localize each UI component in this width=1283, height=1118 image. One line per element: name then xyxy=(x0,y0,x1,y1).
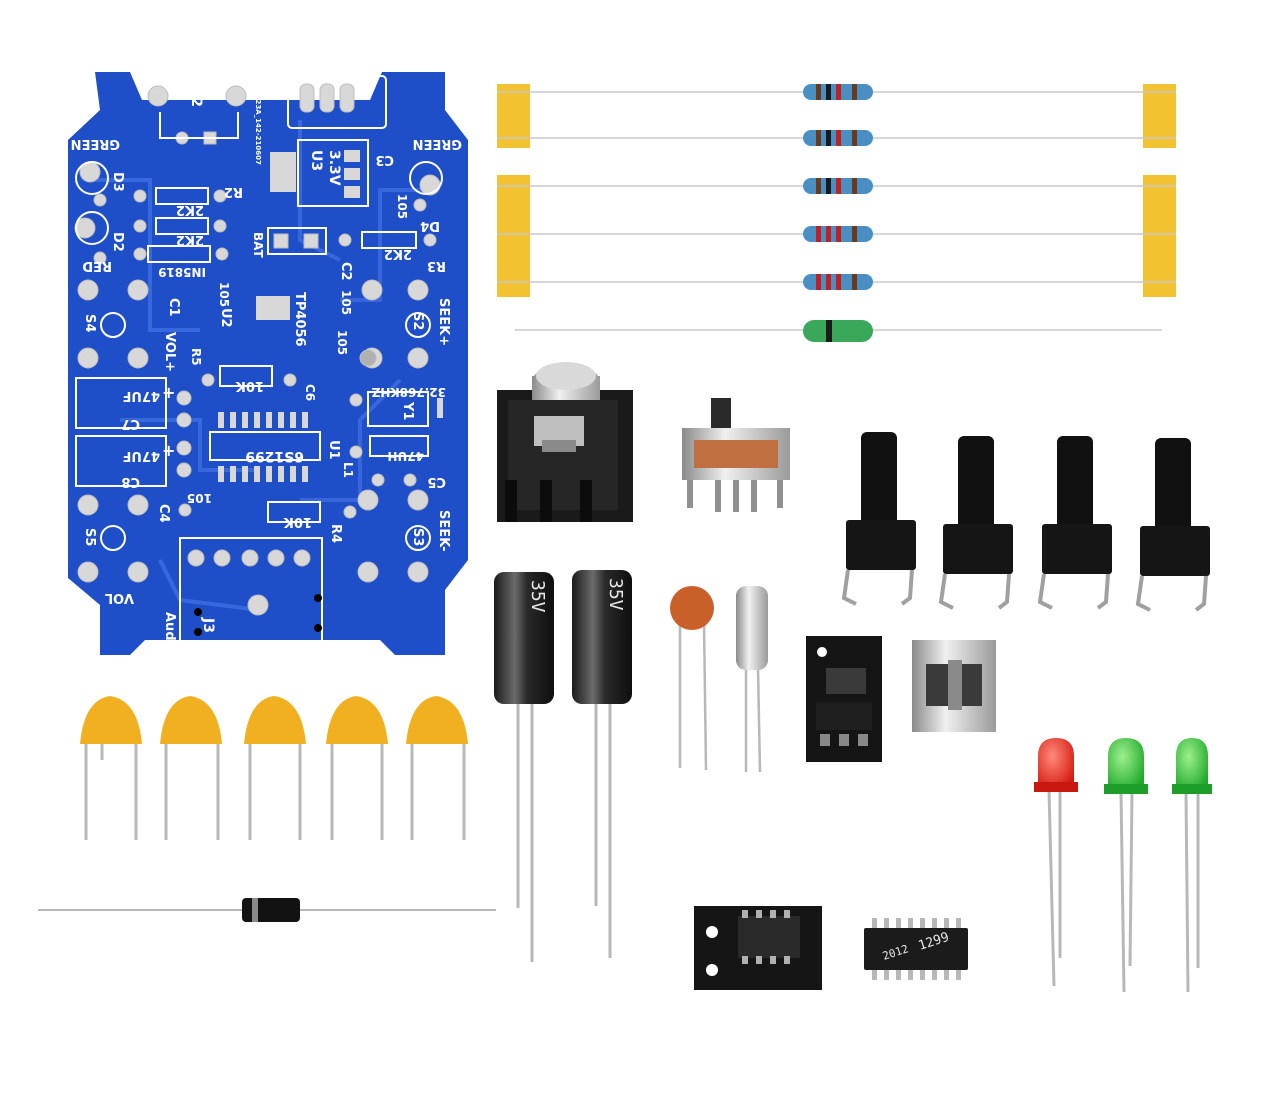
silk-d3: D3 xyxy=(110,172,125,192)
silk-s2: S2 xyxy=(410,312,425,330)
silk-c2: C2 xyxy=(338,262,353,281)
silk-r2: R2 xyxy=(224,184,243,199)
crystal-oscillator xyxy=(736,586,768,773)
silk-10k-b: 10K xyxy=(283,514,312,529)
silk-seek-minus: SEEK- xyxy=(436,510,451,551)
resistor-1 xyxy=(803,84,873,100)
silk-c4: C4 xyxy=(156,504,171,523)
yellow-capacitor-1 xyxy=(80,696,142,840)
silk-plus-b: + xyxy=(162,441,175,460)
tactile-switch-2 xyxy=(938,436,1013,610)
silk-s1: S1 xyxy=(274,80,290,100)
silk-vol: VOL xyxy=(105,590,134,605)
silk-s4: S4 xyxy=(82,314,97,332)
silk-u3: U3 xyxy=(308,150,324,171)
silk-j2: J2 xyxy=(188,91,204,107)
silk-d4: D4 xyxy=(420,218,440,233)
ceramic-capacitors-yellow xyxy=(80,696,468,840)
silk-tp4056: TP4056 xyxy=(292,292,307,347)
silk-r5: R5 xyxy=(189,348,203,366)
tactile-switch-1 xyxy=(841,432,916,606)
silk-c8: C8 xyxy=(121,474,140,489)
resistor-4 xyxy=(803,226,873,242)
silk-date-code: 430023A_142-210607 xyxy=(254,80,262,165)
electrolytic-capacitor-2: 35V xyxy=(572,570,632,958)
silk-y1: Y1 xyxy=(400,401,415,420)
electrolytic-label-1: 35V xyxy=(527,580,548,613)
silk-s3: S3 xyxy=(410,528,425,546)
diode-in5819 xyxy=(38,898,496,922)
silk-j3: J3 xyxy=(200,617,216,633)
silk-47uf-b: 47UF xyxy=(122,448,160,463)
yellow-capacitor-3 xyxy=(244,696,306,840)
silk-47uh: 47UH xyxy=(388,449,425,463)
yellow-capacitor-5 xyxy=(406,696,468,840)
resistor-3 xyxy=(803,178,873,194)
silk-in5819: IN5819 xyxy=(158,265,206,279)
silk-d2: D2 xyxy=(110,232,125,252)
resistor-strip xyxy=(497,84,1176,342)
resistor-2 xyxy=(803,130,873,146)
silk-u2: U2 xyxy=(218,308,233,328)
silk-green-left: GREEN xyxy=(71,136,120,151)
led-green-2 xyxy=(1172,738,1212,993)
rda5807-ic: 1299 2012 xyxy=(864,918,968,980)
silk-105-e: 105 xyxy=(187,491,212,505)
silk-2k2-b: 2K2 xyxy=(176,232,204,247)
silk-105-d: 105 xyxy=(335,330,349,355)
slide-switch xyxy=(682,398,790,512)
led-green-1 xyxy=(1104,738,1148,993)
silk-105-c: 105 xyxy=(217,282,231,307)
silk-r4: R4 xyxy=(328,524,343,543)
voltage-regulator xyxy=(806,636,882,762)
silk-c3: C3 xyxy=(375,152,394,167)
silk-xtal: 32.768KHZ xyxy=(371,385,446,399)
tp4056-chip-strip xyxy=(694,906,822,990)
yellow-capacitor-2 xyxy=(160,696,222,840)
silk-10k-a: 10K xyxy=(235,378,264,393)
audio-jack xyxy=(497,362,633,522)
silk-vol-plus: VOL+ xyxy=(162,332,177,372)
silk-r3: R3 xyxy=(427,258,446,273)
silk-bat: BAT xyxy=(251,232,265,259)
pcb-board: J2 S1 GREEN GREEN D3 D2 D4 RED R2 2K2 2K… xyxy=(68,72,468,655)
silk-plus-a: + xyxy=(162,383,175,402)
electrolytic-label-2: 35V xyxy=(605,578,626,611)
silk-u3-val: 3.3V xyxy=(326,150,342,186)
mini-switch xyxy=(912,640,996,732)
silk-u1: U1 xyxy=(326,440,341,460)
silk-ic: 6S1299 xyxy=(245,448,304,464)
tactile-switch-3 xyxy=(1037,436,1112,610)
silk-s5: S5 xyxy=(82,528,97,546)
silk-c5: C5 xyxy=(427,474,446,489)
silk-red: RED xyxy=(82,258,112,273)
silk-105-a: 105 xyxy=(395,194,409,219)
silk-l1: L1 xyxy=(341,462,355,478)
silk-audio: Audio xyxy=(162,612,177,654)
ceramic-capacitor-orange xyxy=(670,586,714,771)
silk-seek-plus: SEEK+ xyxy=(436,298,451,346)
zero-ohm-resistor xyxy=(803,320,873,342)
silk-47uf-a: 47UF xyxy=(122,388,160,403)
silk-green-right: GREEN xyxy=(413,136,462,151)
led-red xyxy=(1034,738,1078,987)
silk-105-b: 105 xyxy=(339,290,353,315)
silk-2k2-c: 2K2 xyxy=(384,246,412,261)
silk-c1: C1 xyxy=(166,298,181,317)
yellow-capacitor-4 xyxy=(326,696,388,840)
electrolytic-capacitor-1: 35V xyxy=(494,572,554,962)
resistor-5 xyxy=(803,274,873,290)
silk-c6: C6 xyxy=(303,384,317,401)
silk-2k2-a: 2K2 xyxy=(176,202,204,217)
tactile-switch-4 xyxy=(1135,438,1210,612)
silk-c7: C7 xyxy=(121,416,140,431)
